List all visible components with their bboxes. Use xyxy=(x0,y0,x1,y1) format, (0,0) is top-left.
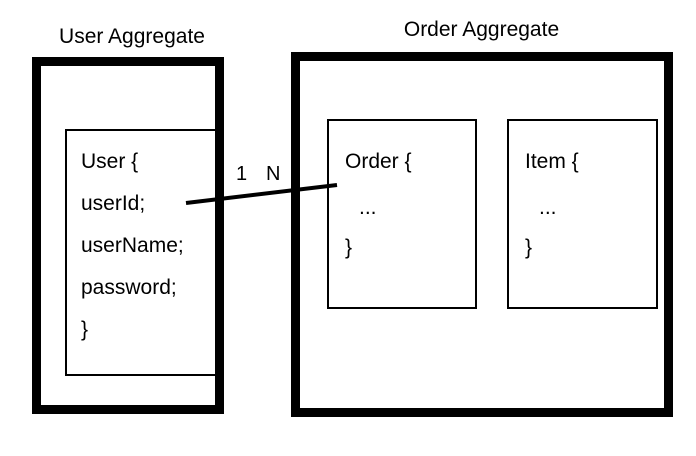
user-entity-line-0: User { xyxy=(81,150,139,173)
user-entity-line-4: } xyxy=(81,318,89,341)
item-entity-line-0: Item { xyxy=(525,150,579,173)
order-entity-line-2: } xyxy=(345,236,353,259)
order-aggregate-title: Order Aggregate xyxy=(403,18,560,41)
multiplicity-target-label: N xyxy=(266,163,281,185)
user-entity-line-3: password; xyxy=(81,276,177,299)
order-entity-line-1: ... xyxy=(359,196,377,219)
item-entity-line-1: ... xyxy=(539,196,557,219)
item-entity-box[interactable]: Item { ... } xyxy=(507,119,658,309)
user-entity-line-1: userId; xyxy=(81,192,146,215)
user-entity-line-2: userName; xyxy=(81,234,184,257)
order-entity-box[interactable]: Order { ... } xyxy=(327,119,477,309)
user-aggregate-title: User Aggregate xyxy=(59,25,205,48)
user-entity-box[interactable]: User { userId; userName; password; } xyxy=(65,129,217,376)
item-entity-line-2: } xyxy=(525,236,533,259)
order-aggregate-boundary[interactable]: Order { ... } Item { ... } xyxy=(291,52,673,417)
order-entity-line-0: Order { xyxy=(345,150,412,173)
user-aggregate-boundary[interactable]: User { userId; userName; password; } xyxy=(32,57,224,414)
multiplicity-source-label: 1 xyxy=(236,163,248,185)
